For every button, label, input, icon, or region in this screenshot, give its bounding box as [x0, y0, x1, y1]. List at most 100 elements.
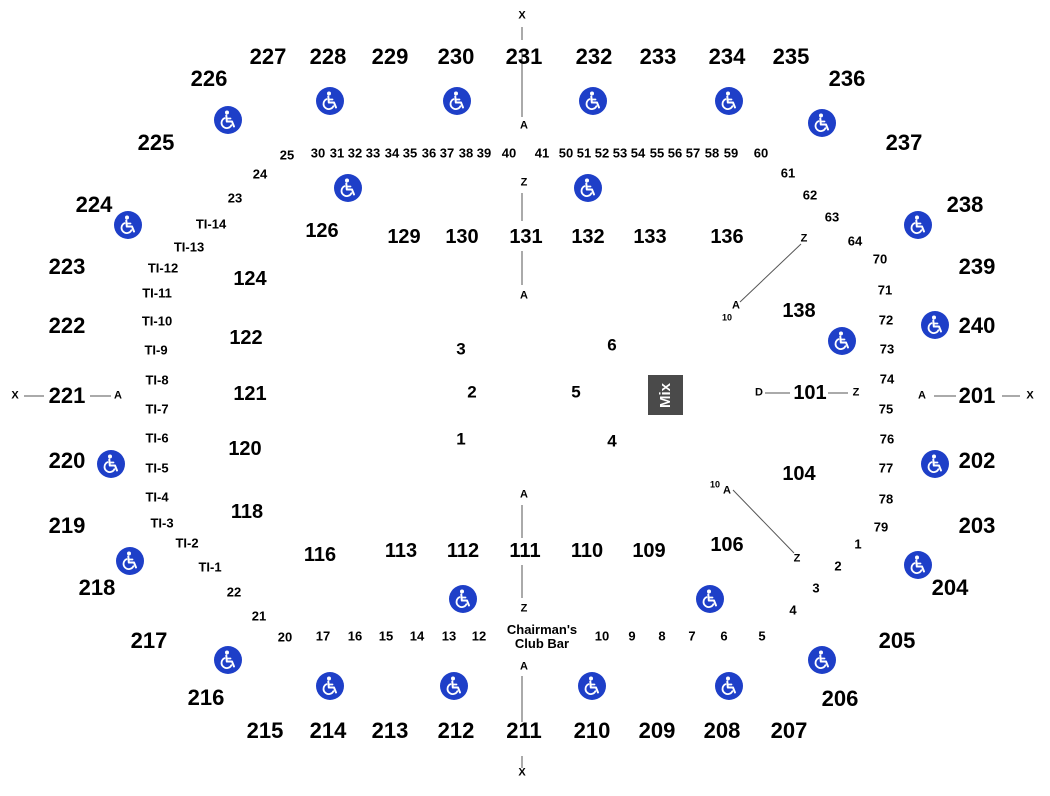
row-label-38: 38 [458, 145, 474, 161]
wheelchair-accessible-icon [921, 311, 949, 339]
row-label-9: 9 [628, 628, 636, 644]
wheelchair-accessible-icon [828, 327, 856, 355]
floor-section-6: 6 [607, 335, 617, 355]
section-227: 227 [249, 44, 287, 69]
aisle-marker-z: Z [852, 386, 860, 399]
section-201: 201 [958, 383, 996, 408]
section-138: 138 [782, 300, 816, 322]
aisle-marker-x: X [11, 389, 19, 402]
row-label-6: 6 [720, 628, 728, 644]
row-label-15: 15 [378, 628, 394, 644]
section-121: 121 [233, 383, 267, 405]
club-bar-label: Chairman's Club Bar [507, 623, 577, 651]
row-label-25: 25 [279, 147, 295, 163]
row-label-37: 37 [439, 145, 455, 161]
section-126: 126 [305, 220, 339, 242]
section-233: 233 [639, 44, 677, 69]
row-label-17: 17 [315, 628, 331, 644]
section-204: 204 [931, 575, 969, 600]
section-237: 237 [885, 130, 923, 155]
ti-row-ti-2: TI-2 [175, 535, 199, 551]
section-206: 206 [821, 686, 859, 711]
row-label-31: 31 [329, 145, 345, 161]
section-132: 132 [571, 226, 605, 248]
row-label-35: 35 [402, 145, 418, 161]
row-label-5: 5 [758, 628, 766, 644]
ti-row-ti-7: TI-7 [145, 401, 169, 417]
floor-section-2: 2 [467, 382, 477, 402]
wheelchair-accessible-icon [114, 211, 142, 239]
floor-section-3: 3 [456, 339, 466, 359]
section-203: 203 [958, 513, 996, 538]
section-214: 214 [309, 718, 347, 743]
row-label-57: 57 [685, 145, 701, 161]
row-label-39: 39 [476, 145, 492, 161]
row-label-61: 61 [780, 165, 796, 181]
aisle-marker-z: Z [800, 232, 808, 245]
row-label-16: 16 [347, 628, 363, 644]
aisle-marker-a: A [723, 484, 731, 497]
section-110: 110 [570, 540, 604, 562]
section-109: 109 [632, 540, 666, 562]
ti-row-ti-10: TI-10 [141, 313, 173, 329]
row-label-63: 63 [824, 209, 840, 225]
section-112: 112 [446, 540, 480, 562]
floor-section-4: 4 [607, 431, 617, 451]
row-label-12: 12 [471, 628, 487, 644]
ti-row-ti-12: TI-12 [147, 260, 179, 276]
section-215: 215 [246, 718, 284, 743]
mix-booth: Mix [648, 375, 683, 415]
row-label-4: 4 [789, 602, 797, 618]
section-130: 130 [445, 226, 479, 248]
row-label-13: 13 [441, 628, 457, 644]
section-219: 219 [48, 513, 86, 538]
wheelchair-accessible-icon [316, 672, 344, 700]
section-129: 129 [387, 226, 421, 248]
wheelchair-accessible-icon [808, 109, 836, 137]
row-label-52: 52 [594, 145, 610, 161]
aisle-subscript: 10 [709, 479, 721, 490]
section-229: 229 [371, 44, 409, 69]
section-240: 240 [958, 313, 996, 338]
section-224: 224 [75, 192, 113, 217]
row-label-64: 64 [847, 233, 863, 249]
section-213: 213 [371, 718, 409, 743]
row-label-60: 60 [753, 145, 769, 161]
row-label-36: 36 [421, 145, 437, 161]
row-label-2: 2 [834, 558, 842, 574]
floor-section-1: 1 [456, 429, 466, 449]
wheelchair-accessible-icon [334, 174, 362, 202]
section-231: 231 [505, 44, 543, 69]
row-label-72: 72 [878, 312, 894, 328]
wheelchair-accessible-icon [214, 106, 242, 134]
wheelchair-accessible-icon [440, 672, 468, 700]
wheelchair-accessible-icon [574, 174, 602, 202]
aisle-marker-a: A [520, 488, 528, 501]
section-222: 222 [48, 313, 86, 338]
wheelchair-accessible-icon [715, 87, 743, 115]
aisle-marker-a: A [732, 299, 740, 312]
ti-row-ti-11: TI-11 [142, 285, 172, 301]
section-225: 225 [137, 130, 175, 155]
wheelchair-accessible-icon [715, 672, 743, 700]
row-label-78: 78 [878, 491, 894, 507]
wheelchair-accessible-icon [214, 646, 242, 674]
row-label-59: 59 [723, 145, 739, 161]
wheelchair-accessible-icon [97, 450, 125, 478]
section-226: 226 [190, 66, 228, 91]
section-116: 116 [303, 544, 337, 566]
row-label-7: 7 [688, 628, 696, 644]
row-label-3: 3 [812, 580, 820, 596]
wheelchair-accessible-icon [921, 450, 949, 478]
section-234: 234 [708, 44, 746, 69]
ti-row-ti-1: TI-1 [198, 559, 222, 575]
ti-row-ti-3: TI-3 [150, 515, 174, 531]
section-216: 216 [187, 685, 225, 710]
row-label-55: 55 [649, 145, 665, 161]
row-label-8: 8 [658, 628, 666, 644]
section-212: 212 [437, 718, 475, 743]
wheelchair-accessible-icon [316, 87, 344, 115]
section-221: 221 [48, 383, 86, 408]
